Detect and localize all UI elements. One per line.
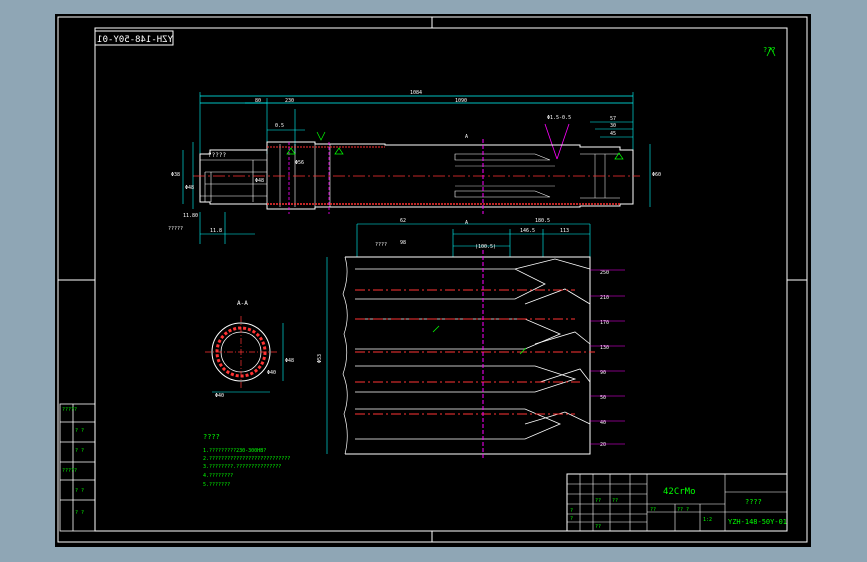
dim-right-a: 57 (610, 116, 616, 122)
dim-upper-c: 113 (560, 228, 569, 234)
tb-cell-6: ?? ? (677, 507, 689, 513)
dim-left-height2: Φ48 (185, 185, 194, 191)
tooth-angle-labels: 250 210 170 130 90 50 40 20 (600, 270, 609, 448)
inner-border (94, 27, 788, 532)
section-label: A-A (237, 300, 248, 307)
dim-bottom-a: 11.8 (210, 228, 222, 234)
dim-right-b: 30 (610, 123, 616, 129)
title-block[interactable]: 42CrMo ???? YZH-148-50Y-01 ? ?? ?? ? ?? … (566, 473, 788, 532)
panel-cell-2: ? ? (75, 448, 84, 454)
spline-developed-view[interactable]: 62 180.5 146.5 113 (100.5) 98 Φ53 (317, 218, 625, 459)
section-mark-top: A (465, 134, 468, 140)
tooth-dim-1: 210 (600, 295, 609, 301)
notes-title: ???? (203, 433, 220, 441)
dim-dia-mid: Φ56 (295, 160, 304, 166)
note-4: 4.???????? (203, 473, 233, 479)
section-a-a[interactable]: A-A Φ40 Φ48 Φ40 (205, 300, 294, 399)
panel-cell-5: ? ? (75, 510, 84, 516)
tooth-dim-7: 20 (600, 442, 606, 448)
roughness-icon-1 (286, 147, 296, 155)
panel-cell-1: ? ? (75, 428, 84, 434)
dim-overall: 1084 (410, 90, 422, 96)
section-dia-b: Φ48 (285, 358, 294, 364)
material-text: 42CrMo (663, 487, 696, 497)
dim-lower-left: 62 (400, 218, 406, 224)
technical-notes: ???? 1.?????????230-300HB? 2.???????????… (203, 433, 290, 488)
panel-cell-0: ????? (62, 407, 77, 413)
dim-dia-right: Φ60 (652, 172, 661, 178)
dim-lower-mid: 180.5 (535, 218, 550, 224)
tb-cell-2: ?? (612, 498, 618, 504)
panel-cell-4: ? ? (75, 488, 84, 494)
dim-bottom-b: 11.80 (183, 213, 198, 219)
title-code: YZH-148-50Y-01 (728, 518, 787, 526)
tb-cell-5: ?? (650, 507, 656, 513)
shaft-main-view[interactable]: 1084 1090 80 230 0.5 57 30 45 Φ1.5-0.5 (168, 90, 661, 244)
dim-spline-height: Φ53 (317, 354, 323, 363)
spline-label: ????? (168, 226, 183, 232)
tooth-dim-4: 90 (600, 370, 606, 376)
mirror-code: YZH-148-50Y-01 (97, 35, 173, 45)
dim-small-a: 0.5 (275, 123, 284, 129)
dim-left-b: 230 (285, 98, 294, 104)
dim-left-a: 80 (255, 98, 261, 104)
tooth-dim-0: 250 (600, 270, 609, 276)
roughness-icon-3 (614, 152, 624, 160)
dim-upper-b: 146.5 (520, 228, 535, 234)
roughness-note: ??? (763, 46, 776, 54)
dim-main-len: 1090 (455, 98, 467, 104)
tooth-dim-5: 50 (600, 395, 606, 401)
tooth-dim-2: 170 (600, 320, 609, 326)
tb-cell-4: ?? (595, 524, 601, 530)
roughness-icon-4 (316, 131, 326, 141)
dim-upper-d: 98 (400, 240, 406, 246)
roughness-symbol-icon (766, 47, 776, 57)
dim-small-gap: (100.5) (475, 244, 496, 250)
dim-right-c: 45 (610, 131, 616, 137)
tooth-dim-3: 130 (600, 345, 609, 351)
note-1: 1.?????????230-300HB? (203, 448, 266, 454)
drawing-canvas: YZH-148-50Y-01 ??? 1084 1090 80 230 0.5 … (57, 16, 808, 543)
dim-dia-left: Φ48 (255, 178, 264, 184)
section-mark-bottom: A (465, 220, 468, 226)
left-side-panel (59, 403, 96, 532)
part-name: ???? (745, 498, 762, 506)
tb-cell-1: ?? (595, 498, 601, 504)
section-width: Φ40 (215, 393, 224, 399)
taper-note: ????? (208, 152, 226, 159)
cad-viewport[interactable]: YZH-148-50Y-01 ??? 1084 1090 80 230 0.5 … (55, 14, 811, 547)
dim-left-height: Φ38 (171, 172, 180, 178)
section-dia-a: Φ40 (267, 370, 276, 376)
panel-cell-3: ????? (62, 468, 77, 474)
tb-cell-0: ? (570, 508, 573, 514)
tb-cell-3: ? (570, 516, 573, 522)
tb-cell-7: 1:2 (703, 517, 712, 523)
spline-note: ???? (375, 242, 387, 248)
note-2: 2.??????????????????????????? (203, 456, 290, 462)
note-5: 5.??????? (203, 482, 230, 488)
tooth-dim-6: 40 (600, 420, 606, 426)
mirror-code-box (94, 30, 174, 46)
roughness-icon-2 (334, 147, 344, 155)
dim-thread: Φ1.5-0.5 (547, 115, 571, 121)
note-3: 3.????????.??????????????? (203, 464, 281, 470)
